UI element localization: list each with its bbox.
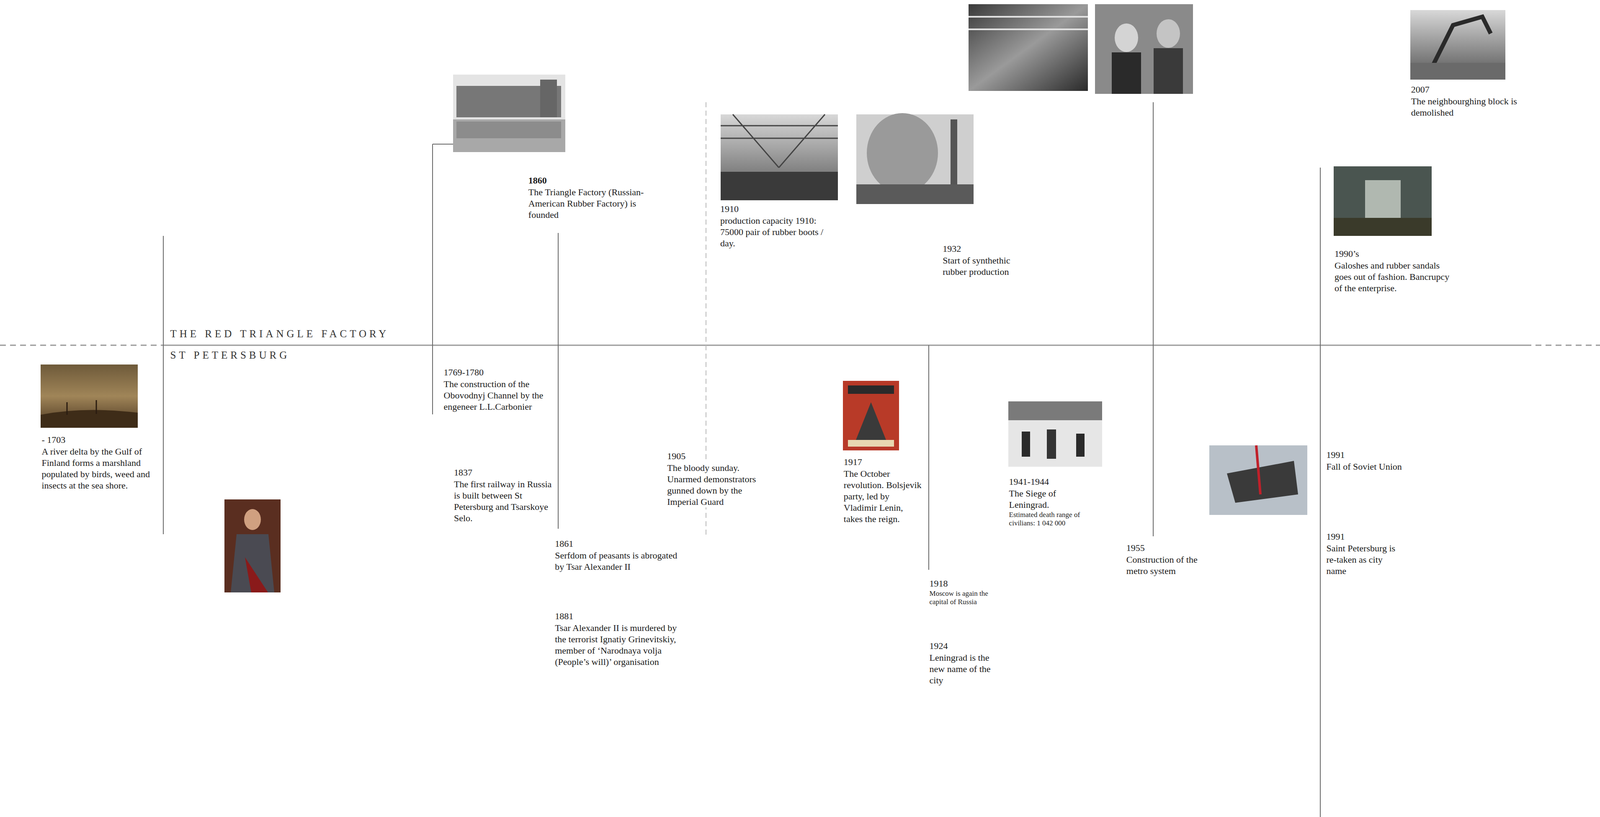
date-label: 1941-1944 xyxy=(1008,475,1050,487)
event-text: Serfdom of peasants is abrogated by Tsar… xyxy=(553,549,687,572)
date-label: 1861 xyxy=(553,537,575,549)
event-text: production capacity 1910: 75000 pair of … xyxy=(719,214,834,249)
date-label: 1860 xyxy=(527,174,548,186)
marker-line xyxy=(1152,102,1154,536)
date-label: 1918 xyxy=(928,577,949,589)
event-text: Start of synthethic rubber production xyxy=(941,254,1024,278)
marker-line xyxy=(557,232,559,529)
time-axis xyxy=(0,345,1600,346)
marker-line xyxy=(432,143,454,145)
date-label: 2007 xyxy=(1410,83,1431,96)
event-text: The construction of the Obovodnyj Channe… xyxy=(443,378,552,413)
statue-photo xyxy=(1209,445,1308,515)
axis-dashed xyxy=(0,344,164,346)
factory-hall-photo xyxy=(720,114,838,201)
balloon-photo xyxy=(856,113,974,204)
photos xyxy=(40,4,1506,593)
markers xyxy=(163,102,1321,817)
event-text: Moscow is again the capital of Russia xyxy=(928,589,1006,606)
date-label: - 1703 xyxy=(40,433,67,446)
marker-line xyxy=(928,345,930,570)
event-text: Fall of Soviet Union xyxy=(1325,460,1428,472)
event-text: The Siege of Leningrad. xyxy=(1008,487,1096,511)
event-text: Tsar Alexander II is murdered by the ter… xyxy=(553,621,682,668)
event-text: The October revolution. Bolsjevik party,… xyxy=(842,467,925,525)
event-text: The bloody sunday. Unarmed demonstrators… xyxy=(666,461,758,508)
siege-photo xyxy=(1008,401,1103,467)
women-photo xyxy=(1095,4,1193,94)
date-label: 1917 xyxy=(842,456,864,468)
date-label: 1991 xyxy=(1325,530,1346,542)
demolition-photo xyxy=(1410,10,1506,80)
date-label: 1990’s xyxy=(1333,247,1361,260)
event-text: The Triangle Factory (Russian-American R… xyxy=(527,186,661,221)
marker-line xyxy=(432,144,433,415)
tsar-portrait xyxy=(224,499,281,593)
ruin-photo xyxy=(1333,166,1432,236)
event-text: Leningrad is the new name of the city xyxy=(928,651,1006,686)
marker-line xyxy=(1319,167,1321,817)
timeline-title: THE RED TRIANGLE FACTORY xyxy=(169,327,391,341)
event-text: A river delta by the Gulf of Finland for… xyxy=(40,445,155,491)
date-label: 1905 xyxy=(666,450,687,462)
date-label: 1769-1780 xyxy=(443,366,485,378)
date-label: 1991 xyxy=(1325,448,1346,461)
marker-line xyxy=(162,235,164,534)
marsh-painting xyxy=(40,364,138,428)
date-label: 1837 xyxy=(453,466,474,478)
event-text: Estimated death range of civilians: 1 04… xyxy=(1008,510,1096,528)
date-label: 1924 xyxy=(928,639,949,652)
workers-photo xyxy=(968,4,1088,91)
date-label: 1881 xyxy=(553,610,575,622)
event-text: Galoshes and rubber sandals goes out of … xyxy=(1333,259,1455,294)
date-label: 1932 xyxy=(941,242,962,255)
axis-line xyxy=(163,344,1526,346)
date-label: 1910 xyxy=(719,203,740,215)
factory-building-photo xyxy=(453,74,566,153)
city-subtitle: ST PETERSBURG xyxy=(169,348,292,362)
date-label: 1955 xyxy=(1125,541,1146,554)
revolution-poster xyxy=(842,380,900,451)
axis-dashed xyxy=(1525,344,1600,346)
event-text: The first railway in Russia is built bet… xyxy=(453,478,554,524)
event-text: The neighbourghing block is demolished xyxy=(1410,95,1533,119)
event-text: Construction of the metro system xyxy=(1125,553,1203,577)
event-text: Saint Petersburg is re-taken as city nam… xyxy=(1325,542,1402,577)
